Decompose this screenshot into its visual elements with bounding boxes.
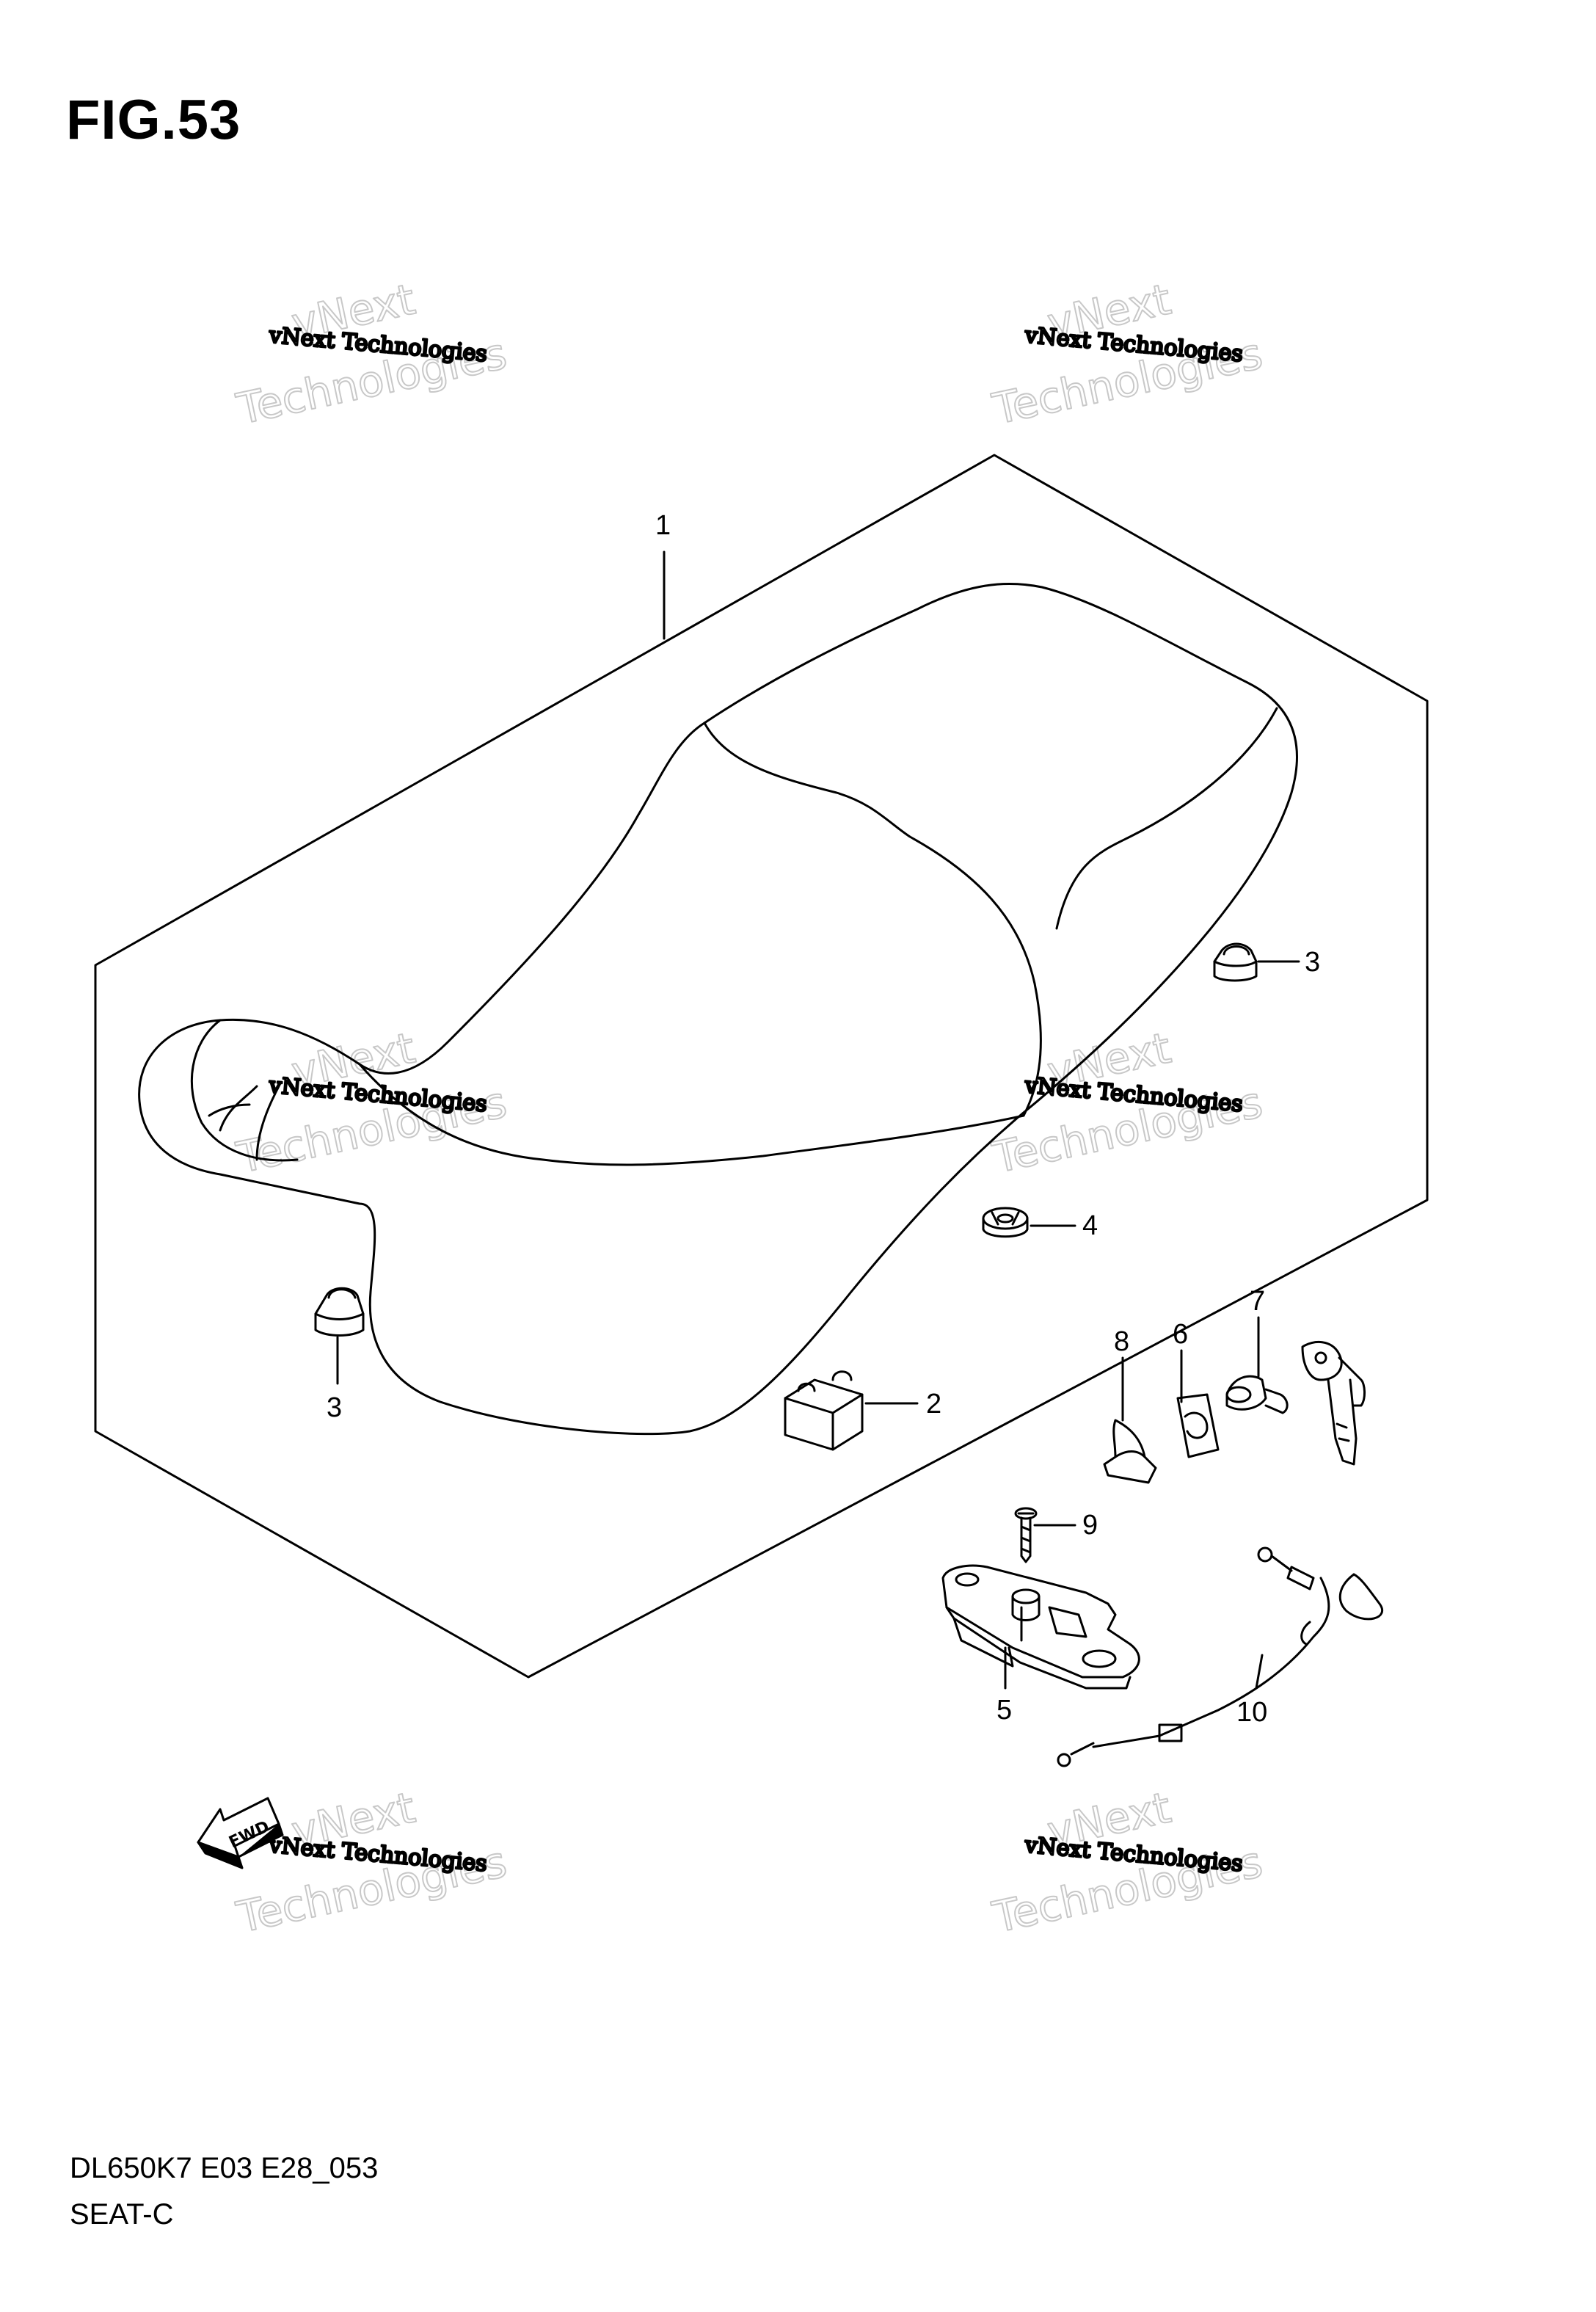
cushion-part bbox=[784, 1370, 864, 1451]
watermark-1: vNext Technologies vNext Technologies bbox=[231, 273, 511, 435]
fwd-arrow-icon: FWD bbox=[197, 1797, 284, 1869]
callout-7: 7 bbox=[1250, 1286, 1265, 1317]
watermark-6: vNext Technologies vNext Technologies bbox=[987, 1781, 1267, 1943]
callout-1: 1 bbox=[655, 510, 671, 541]
seat-part bbox=[138, 582, 1298, 1436]
callout-2: 2 bbox=[926, 1389, 941, 1419]
callout-8: 8 bbox=[1114, 1326, 1129, 1357]
figure-title: FIG.53 bbox=[66, 89, 241, 151]
watermark-3: vNext Technologies vNext Technologies bbox=[231, 1022, 511, 1183]
callout-9: 9 bbox=[1082, 1510, 1098, 1541]
bumper-left-part bbox=[314, 1287, 365, 1337]
lock-bracket-part bbox=[941, 1564, 1140, 1690]
watermark-2: vNext Technologies vNext Technologies bbox=[987, 273, 1267, 435]
screw-part bbox=[1014, 1507, 1038, 1563]
diagram-code: DL650K7 E03 E28_053 bbox=[70, 2152, 379, 2184]
callout-10: 10 bbox=[1236, 1697, 1267, 1728]
clip-part bbox=[1176, 1393, 1220, 1458]
watermark-5: vNext Technologies vNext Technologies bbox=[231, 1781, 511, 1943]
callout-5: 5 bbox=[996, 1695, 1012, 1726]
holder-part bbox=[1103, 1419, 1157, 1484]
lock-set-part bbox=[1225, 1340, 1366, 1466]
diagram-name: SEAT-C bbox=[70, 2198, 174, 2231]
callout-4: 4 bbox=[1082, 1210, 1098, 1241]
assembly-outline bbox=[94, 454, 1429, 1679]
callout-3-left: 3 bbox=[327, 1392, 342, 1423]
callout-6: 6 bbox=[1173, 1319, 1188, 1350]
bumper-right-part bbox=[1213, 942, 1258, 982]
leader-line-10 bbox=[1255, 1654, 1264, 1690]
callout-3-right: 3 bbox=[1305, 947, 1320, 978]
cable-part bbox=[1057, 1546, 1383, 1767]
nut-part bbox=[982, 1207, 1029, 1238]
